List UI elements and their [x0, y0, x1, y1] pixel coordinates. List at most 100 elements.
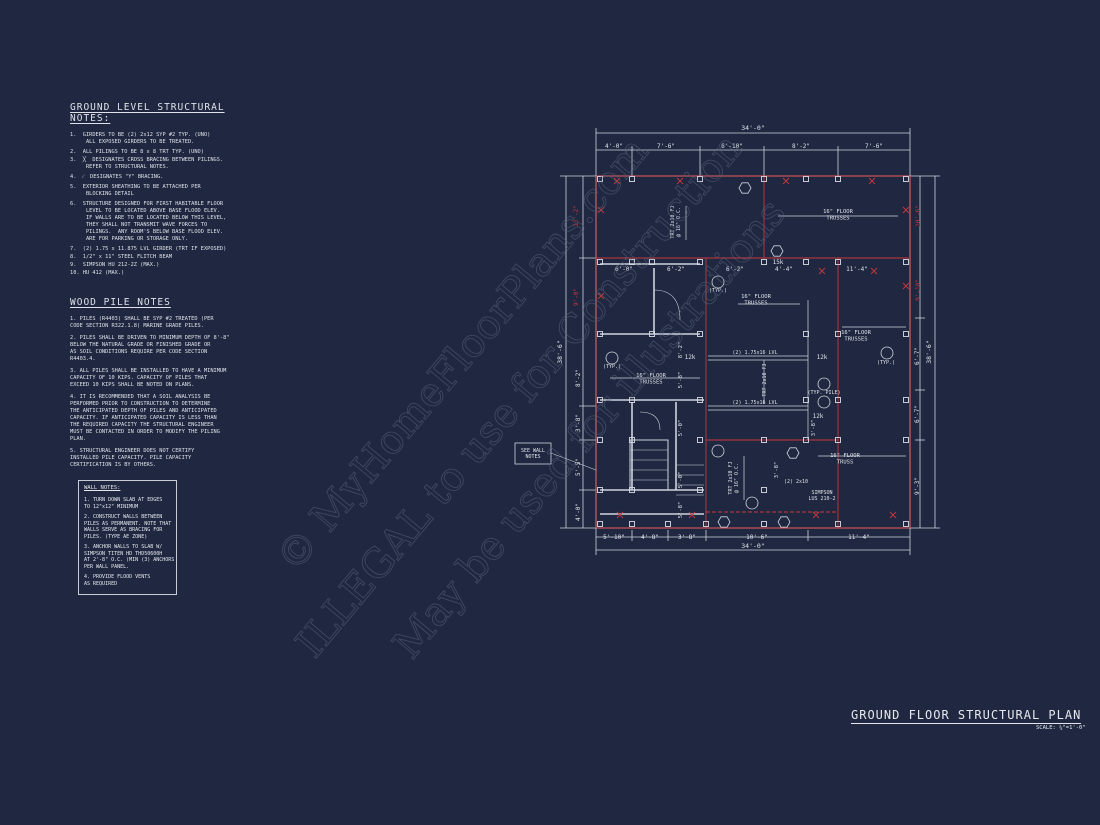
detail-tag-circle: [605, 351, 619, 365]
dim-left: 8'-2": [575, 369, 582, 387]
detail-tag-circle: [711, 444, 725, 458]
pile-marker: [803, 331, 809, 337]
pile-marker: [697, 437, 703, 443]
detail-tag-hex: [786, 447, 800, 459]
ground-note-item: 1. GIRDERS TO BE (2) 2x12 SYP #2 TYP. (U…: [70, 132, 211, 145]
pile-marker: [597, 521, 603, 527]
wall-note-item: 2. CONSTRUCT WALLS BETWEEN PILES AS PERM…: [84, 514, 172, 540]
wood-pile-note-item: 5. STRUCTURAL ENGINEER DOES NOT CERTIFY …: [70, 448, 195, 468]
cross-bracing-mark: [902, 206, 910, 214]
pile-marker: [803, 397, 809, 403]
joists-label: TRT 2x10 FJ: [762, 363, 768, 396]
pile-marker: [629, 487, 635, 493]
pile-marker: [649, 331, 655, 337]
pile-marker: [697, 176, 703, 182]
pile-marker: [629, 259, 635, 265]
ground-note-item: 6. STRUCTURE DESIGNED FOR FIRST HABITABL…: [70, 201, 227, 242]
load-12k: 12k: [813, 413, 824, 420]
lvl-label: (2) 1.75x16 LVL: [732, 400, 777, 406]
pile-marker: [903, 397, 909, 403]
wall-notes-box: WALL NOTES: 1. TURN DOWN SLAB AT EDGES T…: [78, 480, 177, 595]
cross-bracing-mark: [613, 177, 621, 185]
detail-tag-hex: [717, 516, 731, 528]
pile-marker: [835, 397, 841, 403]
dim-top: 7'-6": [657, 143, 675, 150]
ground-note-item: 7. (2) 1.75 x 11.875 LVL GIRDER (TRT IF …: [70, 246, 227, 252]
wood-pile-note-item: 1. PILES (R4403) SHALL BE SYP #2 TREATED…: [70, 316, 214, 329]
dim-mid-row: 4'-4": [775, 266, 793, 273]
dim-left-overall: 38'-6": [556, 340, 564, 363]
pile-marker: [629, 176, 635, 182]
detail-tag-circle: [745, 496, 759, 510]
pile-marker: [803, 437, 809, 443]
load-12k: 12k: [817, 354, 828, 361]
pile-marker: [629, 437, 635, 443]
pile-marker: [903, 176, 909, 182]
typ-pile-label: (TYP. PILE): [807, 390, 840, 396]
lvl-label: (2) 1.75x16 LVL: [732, 350, 777, 356]
cross-bracing-mark: [676, 177, 684, 185]
wood-pile-note-item: 2. PILES SHALL BE DRIVEN TO MINIMUM DEPT…: [70, 335, 230, 362]
dim-bottom: 5'-10": [603, 534, 625, 541]
detail-tag-hex: [770, 245, 784, 257]
dim-inner: 5'-8": [678, 372, 684, 389]
cross-bracing-mark: [902, 282, 910, 290]
ground-level-notes: GROUND LEVEL STRUCTURAL NOTES: 1. GIRDER…: [70, 102, 270, 278]
plan-scale: SCALE: ¼"=1'-0": [1036, 725, 1086, 731]
dim-left: 3'-8": [575, 414, 582, 432]
ground-note-item: 4. ⁄ DESIGNATES "Y" BRACING.: [70, 174, 164, 180]
wall-notes-title: WALL NOTES:: [84, 485, 121, 491]
wood-pile-notes: WOOD PILE NOTES 1. PILES (R4403) SHALL B…: [70, 297, 240, 474]
cross-bracing-mark: [597, 206, 605, 214]
pile-marker: [903, 437, 909, 443]
pile-marker: [629, 397, 635, 403]
cross-bracing-mark: [597, 292, 605, 300]
dim-left: 4'-0": [575, 503, 582, 521]
detail-tag-circle: [817, 377, 831, 391]
pile-marker: [697, 487, 703, 493]
pile-marker: [597, 437, 603, 443]
pile-marker: [597, 487, 603, 493]
dim-inner: 5'-0": [678, 472, 684, 489]
cross-bracing-mark: [616, 511, 624, 519]
pile-marker: [703, 521, 709, 527]
pile-marker: [761, 259, 767, 265]
ground-note-item: 2. ALL PILINGS TO BE 8 x 8 TRT TYP. (UNO…: [70, 149, 204, 155]
cross-bracing-mark: [889, 511, 897, 519]
dim-top: 6'-10": [721, 143, 743, 150]
detail-tag-circle: [817, 395, 831, 409]
wall-note-item: 4. PROVIDE FLOOD VENTS AS REQUIRED: [84, 574, 151, 587]
plan-title: GROUND FLOOR STRUCTURAL PLAN: [851, 708, 1082, 724]
dim-red: 9'-0": [573, 288, 580, 306]
pile-marker: [903, 331, 909, 337]
ground-note-item: 5. EXTERIOR SHEATHING TO BE ATTACHED PER…: [70, 184, 201, 197]
dim-inner: 8'-2": [678, 342, 684, 359]
dim-left: 5'-5": [575, 458, 582, 476]
pile-marker: [903, 259, 909, 265]
dim-inner: 3'-8": [774, 462, 780, 479]
pile-marker: [697, 259, 703, 265]
pile-marker: [761, 487, 767, 493]
dim-inner: 3'-8": [811, 420, 817, 437]
dim-mid-row: 6'-2": [726, 266, 744, 273]
cross-bracing-mark: [818, 267, 826, 275]
cross-bracing-mark: [812, 511, 820, 519]
pile-marker: [649, 259, 655, 265]
cross-bracing-mark: [868, 177, 876, 185]
pile-marker: [697, 397, 703, 403]
typ-label: (TYP.): [709, 288, 727, 294]
pile-marker: [697, 331, 703, 337]
dim-inner: 5'-8": [678, 502, 684, 519]
pile-marker: [761, 437, 767, 443]
cross-bracing-mark: [870, 267, 878, 275]
cross-bracing-mark: [782, 177, 790, 185]
joists-label: TRT 2x10 FJ@ 16" O.C.: [670, 205, 682, 238]
pile-marker: [803, 176, 809, 182]
wood-pile-note-item: 4. IT IS RECOMMENDED THAT A SOIL ANALYSI…: [70, 394, 220, 442]
detail-tag-circle: [711, 275, 725, 289]
dim-inner: 5'-0": [678, 420, 684, 437]
